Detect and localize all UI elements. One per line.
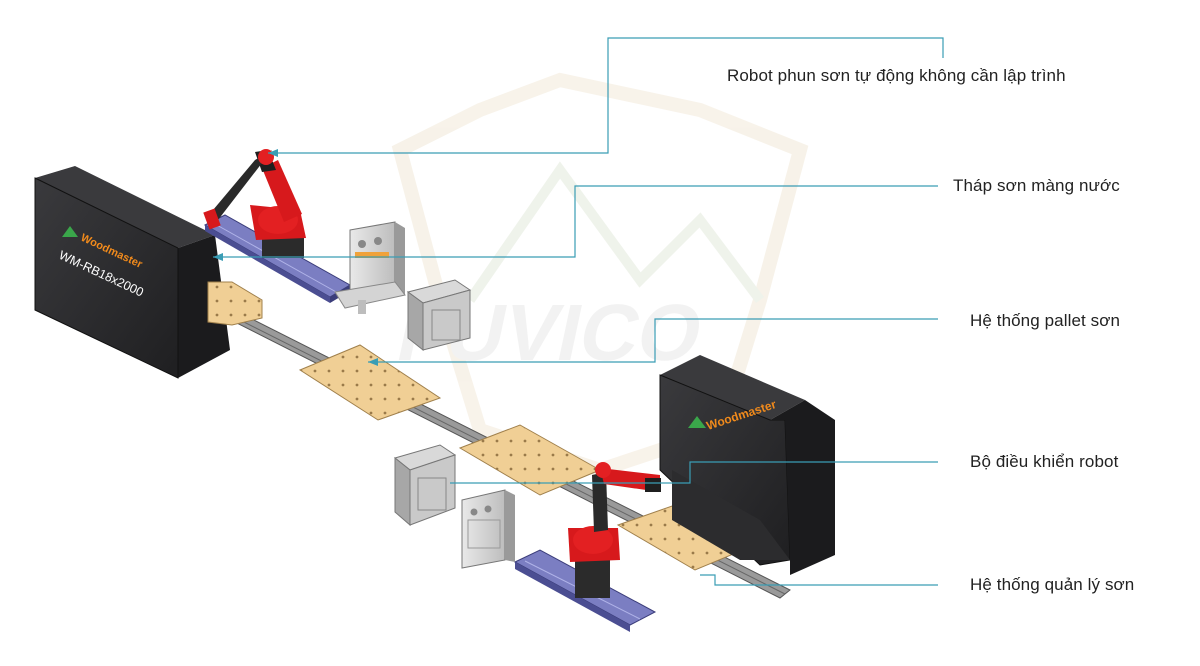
left-control-cabinet — [334, 221, 406, 314]
left-robot-controller — [406, 279, 472, 352]
right-robot — [568, 462, 661, 598]
leader-lines — [213, 37, 944, 586]
left-robot — [203, 149, 306, 258]
pallet-1 — [207, 281, 263, 326]
leader-pallet — [368, 318, 938, 363]
right-robot-controller — [393, 444, 457, 527]
right-paint-booth: Woodmaster — [659, 355, 835, 575]
pallet-2 — [298, 344, 442, 421]
label-paint-mgmt: Hệ thống quản lý sơn — [970, 575, 1135, 594]
left-paint-booth: Woodmaster WM-RB18x2000 — [34, 166, 230, 379]
pallets — [207, 281, 757, 571]
right-control-cabinet — [461, 489, 515, 569]
label-tower: Tháp sơn màng nước — [953, 176, 1120, 195]
leader-paint-mgmt — [700, 574, 938, 586]
label-pallet: Hệ thống pallet sơn — [970, 311, 1121, 330]
label-controller: Bộ điều khiển robot — [970, 452, 1119, 471]
leader-tower — [213, 185, 938, 258]
leader-controller — [450, 461, 938, 484]
label-robot: Robot phun sơn tự động không cần lập trì… — [727, 66, 1066, 85]
leader-robot — [268, 37, 944, 154]
